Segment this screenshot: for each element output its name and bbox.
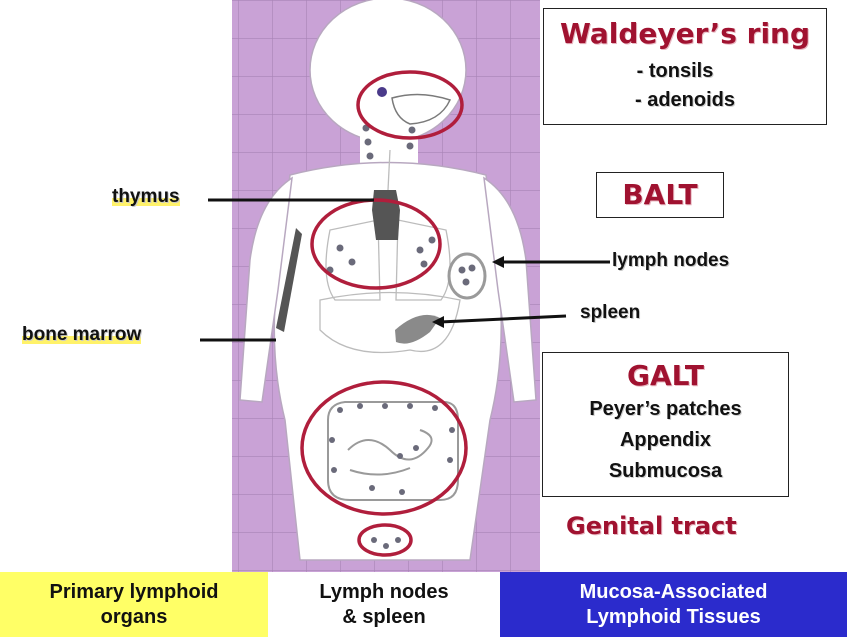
balt-box: BALT [596, 172, 724, 218]
waldeyer-title: Waldeyer’s ring [559, 17, 811, 50]
footer-malt: Mucosa-Associated Lymphoid Tissues [500, 572, 847, 637]
galt-item-appendix: Appendix [619, 429, 712, 451]
footer-primary-lymphoid: Primary lymphoid organs [0, 572, 268, 637]
footer-primary-line1: Primary lymphoid [49, 580, 219, 603]
genital-tract-label: Genital tract [566, 512, 737, 540]
footer-lymph-line1: Lymph nodes [319, 580, 449, 603]
spleen-arrow [439, 314, 567, 324]
waldeyer-circle [356, 70, 464, 140]
footer-malt-line1: Mucosa-Associated [579, 580, 768, 603]
bone-marrow-label: bone marrow [22, 324, 142, 346]
waldeyer-item-tonsils: - tonsils [636, 60, 714, 82]
footer-lymph-nodes-spleen: Lymph nodes & spleen [268, 572, 500, 637]
galt-item-peyers: Peyer’s patches [589, 398, 742, 420]
balt-circle [310, 198, 442, 290]
thymus-shape [372, 190, 400, 240]
thymus-label: thymus [112, 186, 180, 208]
lymph-node-dots [326, 87, 436, 274]
galt-circle [300, 380, 468, 516]
footer-lymph-line2: & spleen [342, 605, 426, 628]
intestines-shape [327, 400, 459, 501]
lymph-node-cluster [458, 264, 476, 286]
waldeyer-box: Waldeyer’s ring - tonsils - adenoids [543, 8, 827, 125]
galt-box: GALT Peyer’s patches Appendix Submucosa [542, 352, 789, 497]
waldeyer-item-adenoids: - adenoids [634, 89, 735, 111]
galt-item-submucosa: Submucosa [608, 460, 723, 482]
peyers-patch-dots [329, 403, 455, 495]
organ-outlines [319, 149, 461, 354]
lymph-nodes-label: lymph nodes [612, 250, 730, 271]
spleen-shape [395, 314, 440, 344]
lymph-node-circle [447, 252, 487, 300]
highlight-circles [300, 70, 468, 557]
genital-dots [371, 537, 401, 549]
footer-malt-line2: Lymphoid Tissues [586, 605, 761, 628]
spleen-label: spleen [580, 302, 641, 323]
balt-title: BALT [622, 178, 698, 211]
pharynx-shape [391, 93, 452, 125]
pointer-arrows [200, 198, 610, 342]
bone-marrow-shape [276, 228, 302, 332]
galt-title: GALT [627, 359, 704, 392]
body-silhouette [239, 0, 537, 561]
footer-primary-line2: organs [100, 605, 168, 628]
genital-circle [357, 523, 413, 557]
